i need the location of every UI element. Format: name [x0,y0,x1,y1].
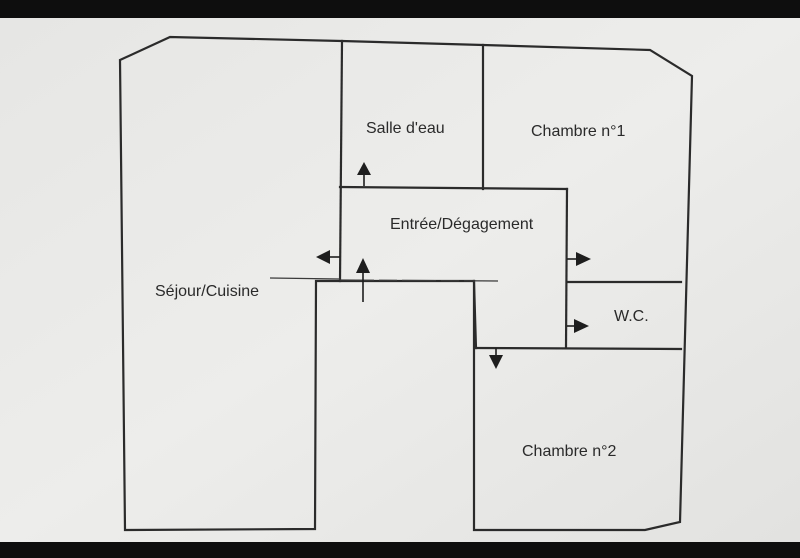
arrow-up-entree-icon [356,258,370,302]
wall-entree-notch [472,279,478,350]
arrow-right-chambre1-icon [567,252,591,266]
arrow-left-sejour-icon [316,250,340,264]
label-salle-deau: Salle d'eau [366,120,445,137]
entree-dashed-line [339,279,501,282]
door-arrows [316,162,591,369]
label-chambre-1: Chambre n°1 [531,123,626,140]
sejour-open-line [269,277,341,280]
arrow-up-salle-icon [357,162,371,186]
label-sejour: Séjour/Cuisine [155,283,259,300]
label-entree: Entrée/Dégagement [390,216,534,233]
open-separators [269,277,501,282]
wall-entree-top [338,185,569,191]
wall-wc-bottom [474,346,683,351]
arrow-right-wc-icon [567,319,589,333]
wall-salle-left [338,39,344,283]
outer-wall [118,35,694,532]
walls [118,35,694,532]
arrow-down-chambre2-icon [489,348,503,369]
label-chambre-2: Chambre n°2 [522,443,617,460]
wall-entree-right [564,187,569,350]
label-wc: W.C. [614,308,649,325]
